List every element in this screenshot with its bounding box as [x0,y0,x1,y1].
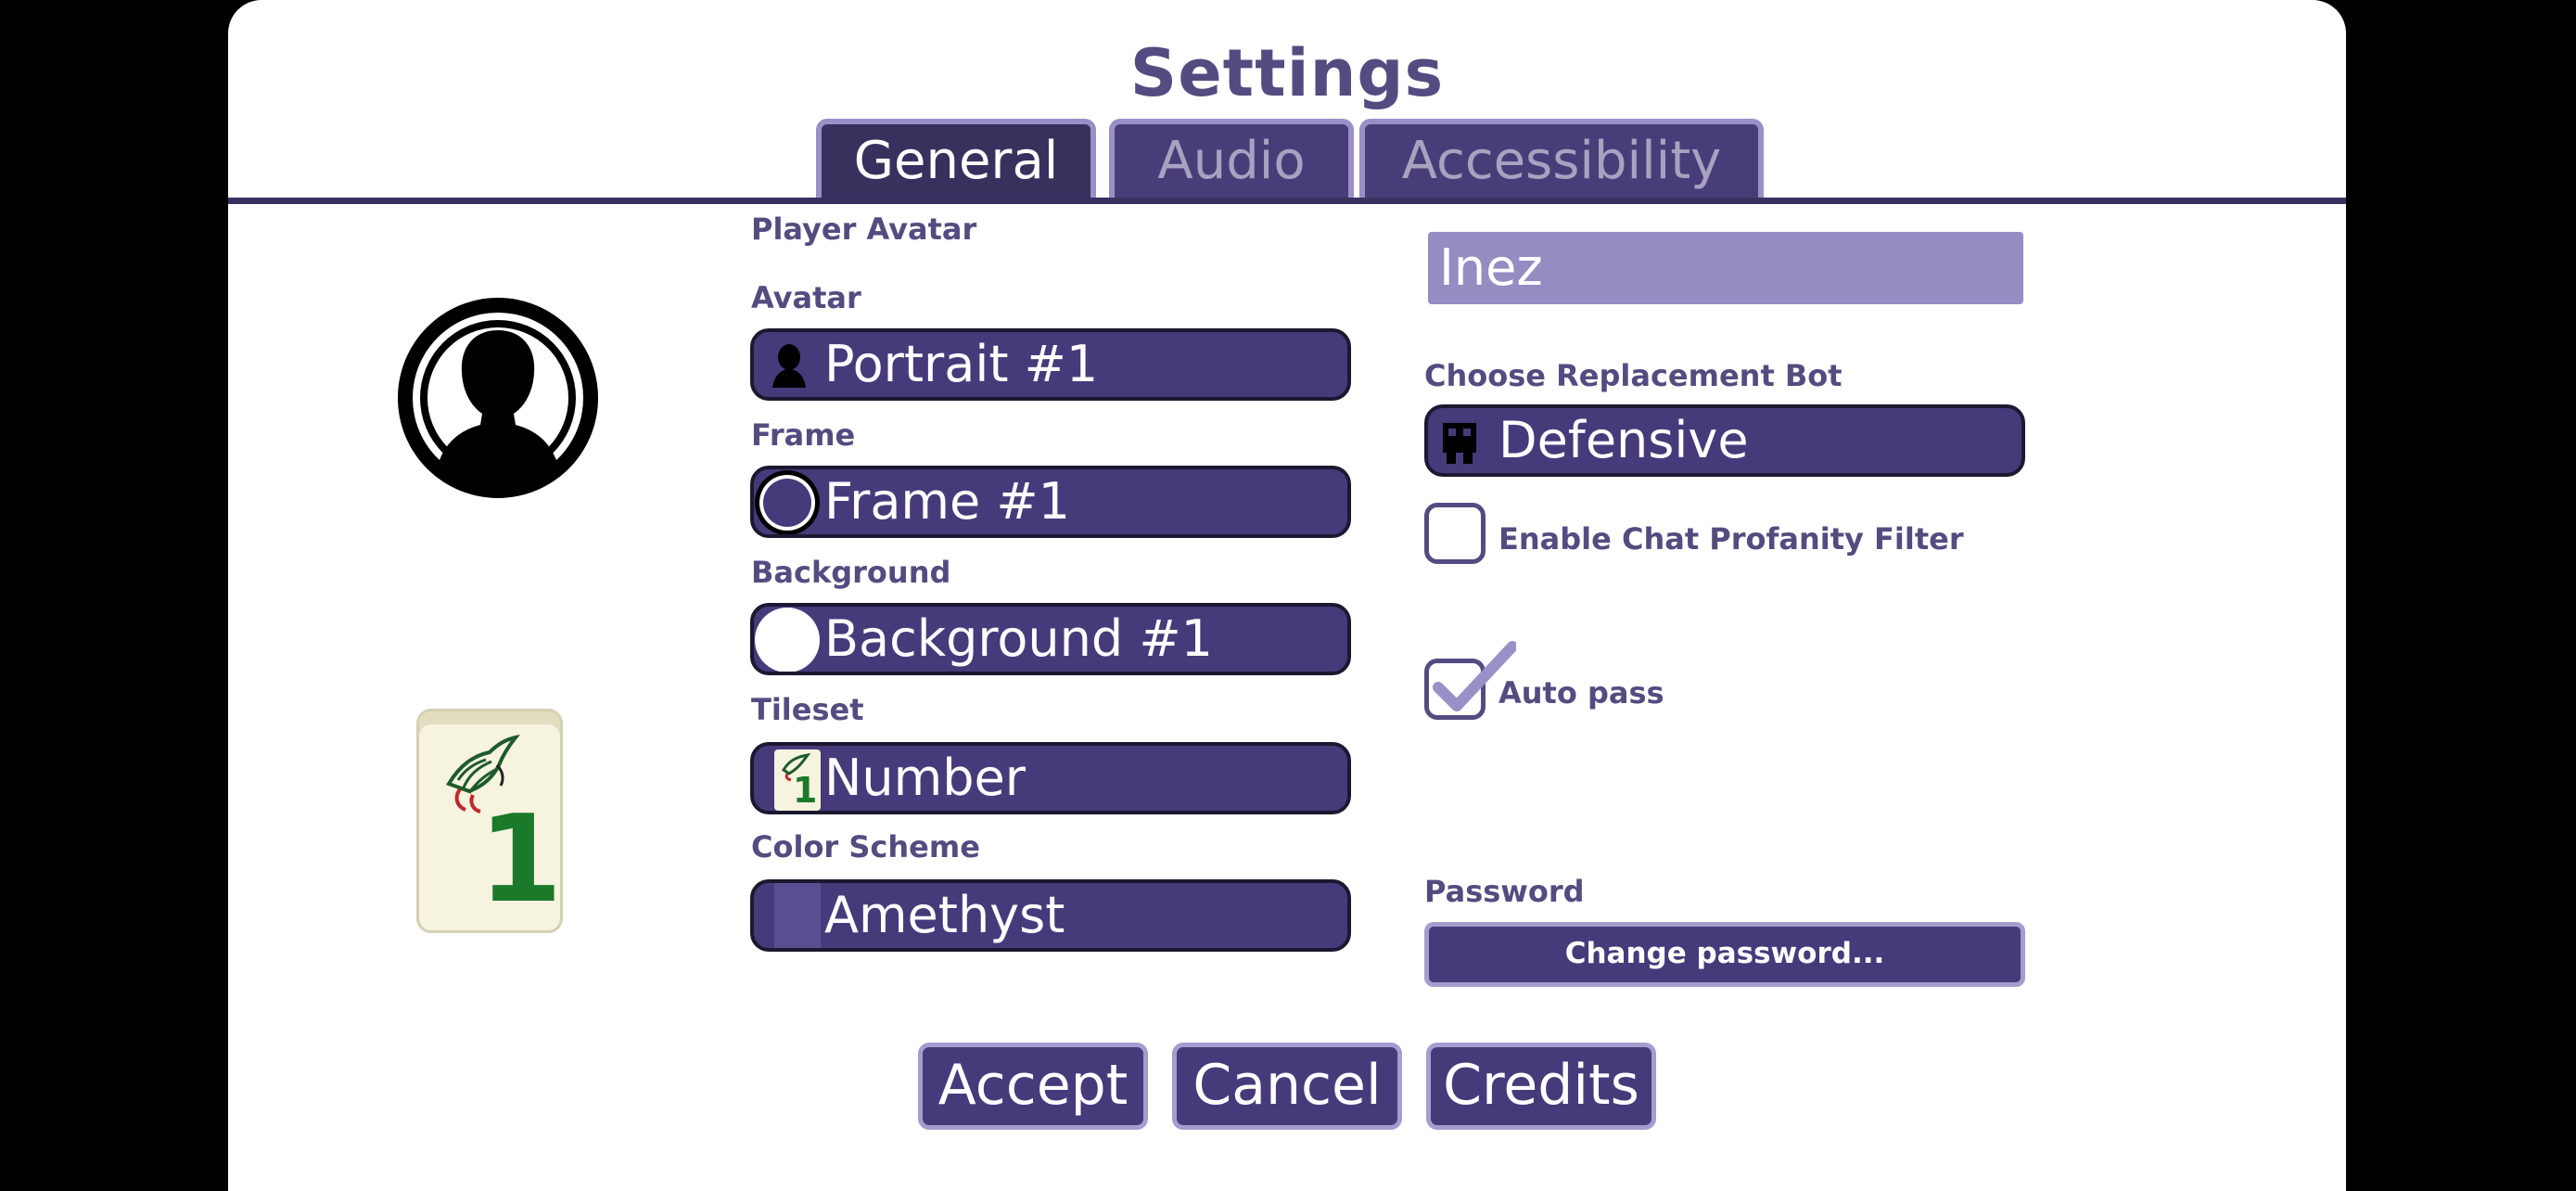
frame-value: Frame #1 [824,472,1071,531]
tab-audio[interactable]: Audio [1109,119,1354,199]
background-dropdown[interactable]: Background #1 [750,603,1351,675]
color-scheme-value: Amethyst [824,886,1065,944]
bird-icon [446,734,520,813]
tileset-preview: 1 [416,709,563,933]
checkmark-icon [1433,641,1516,711]
color-swatch [774,883,821,948]
color-scheme-dropdown[interactable]: Amethyst [750,879,1351,952]
tileset-label: Tileset [751,692,864,727]
robot-icon [1443,423,1476,464]
profanity-filter-checkbox[interactable] [1424,503,1486,564]
replacement-bot-dropdown[interactable]: Defensive [1424,404,2025,477]
mahjong-tile-icon: 1 [774,749,821,811]
tileset-value: Number [824,749,1026,807]
frame-ring-icon [755,470,820,534]
change-password-button[interactable]: Change password... [1424,922,2025,987]
player-avatar-heading: Player Avatar [751,211,977,247]
color-scheme-label: Color Scheme [751,829,980,864]
avatar-label: Avatar [751,280,861,315]
player-name-field[interactable]: Inez [1428,232,2023,304]
replacement-bot-label: Choose Replacement Bot [1424,358,1843,393]
replacement-bot-value: Defensive [1498,411,1749,469]
accept-button[interactable]: Accept [918,1043,1148,1130]
tileset-dropdown[interactable]: 1 Number [750,742,1351,814]
profanity-filter-label: Enable Chat Profanity Filter [1498,521,1964,557]
background-circle-icon [755,608,820,672]
tab-accessibility[interactable]: Accessibility [1359,119,1764,199]
avatar-dropdown[interactable]: Portrait #1 [750,328,1351,401]
background-value: Background #1 [824,609,1213,668]
avatar-preview [395,295,601,505]
avatar-portrait-icon [398,298,598,498]
portrait-silhouette-icon [772,344,806,388]
credits-button[interactable]: Credits [1426,1043,1656,1130]
tab-general[interactable]: General [816,119,1096,199]
auto-pass-checkbox[interactable] [1424,641,1516,720]
settings-panel: Settings General Audio Accessibility 1 P… [228,0,2346,1191]
cancel-button[interactable]: Cancel [1172,1043,1402,1130]
avatar-value: Portrait #1 [824,335,1099,393]
frame-label: Frame [751,417,856,453]
auto-pass-label: Auto pass [1498,675,1664,711]
tile-number: 1 [478,788,563,929]
background-label: Background [751,555,951,590]
password-label: Password [1424,874,1585,909]
frame-dropdown[interactable]: Frame #1 [750,466,1351,538]
tab-divider [228,198,2346,204]
page-title: Settings [1129,35,1445,111]
